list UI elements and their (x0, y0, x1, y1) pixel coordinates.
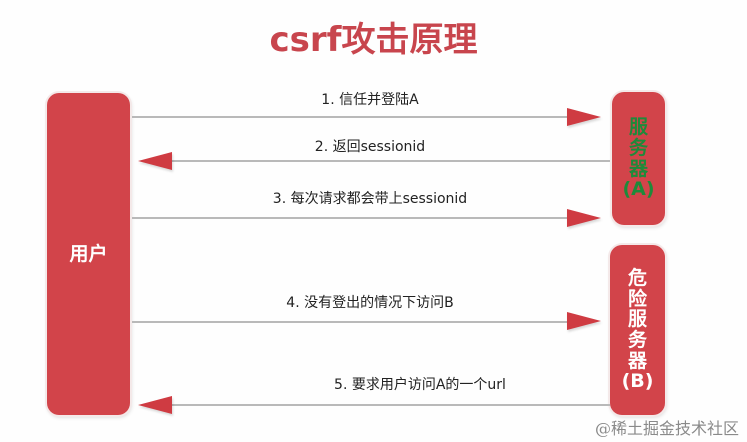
arrow-right-icon (567, 209, 601, 227)
message-3-line (132, 217, 572, 219)
message-4-label: 4. 没有登出的情况下访问B (286, 295, 454, 311)
arrow-right-icon (567, 312, 601, 330)
dangerous-server-b-box: 危 险 服 务 器 (B) (610, 245, 665, 415)
user-actor-label: 用户 (69, 243, 108, 265)
message-1-label: 1. 信任并登陆A (321, 92, 419, 108)
server-b-char: 险 (627, 287, 647, 310)
message-2-label: 2. 返回sessionid (314, 139, 426, 155)
server-a-char: 服 (628, 116, 648, 139)
arrow-right-icon (567, 108, 601, 126)
diagram-title: csrf攻击原理 (269, 20, 478, 60)
server-b-char: 器 (627, 349, 647, 372)
user-actor-box: 用户 (47, 93, 130, 415)
message-3-label: 3. 每次请求都会带上sessionid (272, 191, 468, 207)
message-5-label: 5. 要求用户访问A的一个url (334, 377, 506, 393)
server-a-char: 务 (628, 136, 648, 159)
server-a-char: 器 (628, 157, 648, 180)
message-1-line (132, 116, 572, 118)
watermark: @稀土掘金技术社区 (594, 419, 739, 438)
arrow-left-icon (138, 152, 172, 170)
message-5-line (170, 404, 610, 406)
server-a-char: (A) (622, 178, 655, 201)
server-b-char: (B) (621, 370, 654, 393)
server-b-char: 服 (627, 308, 647, 331)
arrow-left-icon (138, 396, 172, 414)
server-a-box: 服 务 器 (A) (612, 92, 665, 225)
server-b-char: 危 (627, 267, 647, 290)
message-4-line (132, 321, 572, 323)
server-a-label: 服 务 器 (A) (612, 92, 665, 225)
server-b-label: 危 险 服 务 器 (B) (610, 245, 665, 415)
server-b-char: 务 (627, 329, 647, 351)
message-2-line (170, 160, 610, 162)
